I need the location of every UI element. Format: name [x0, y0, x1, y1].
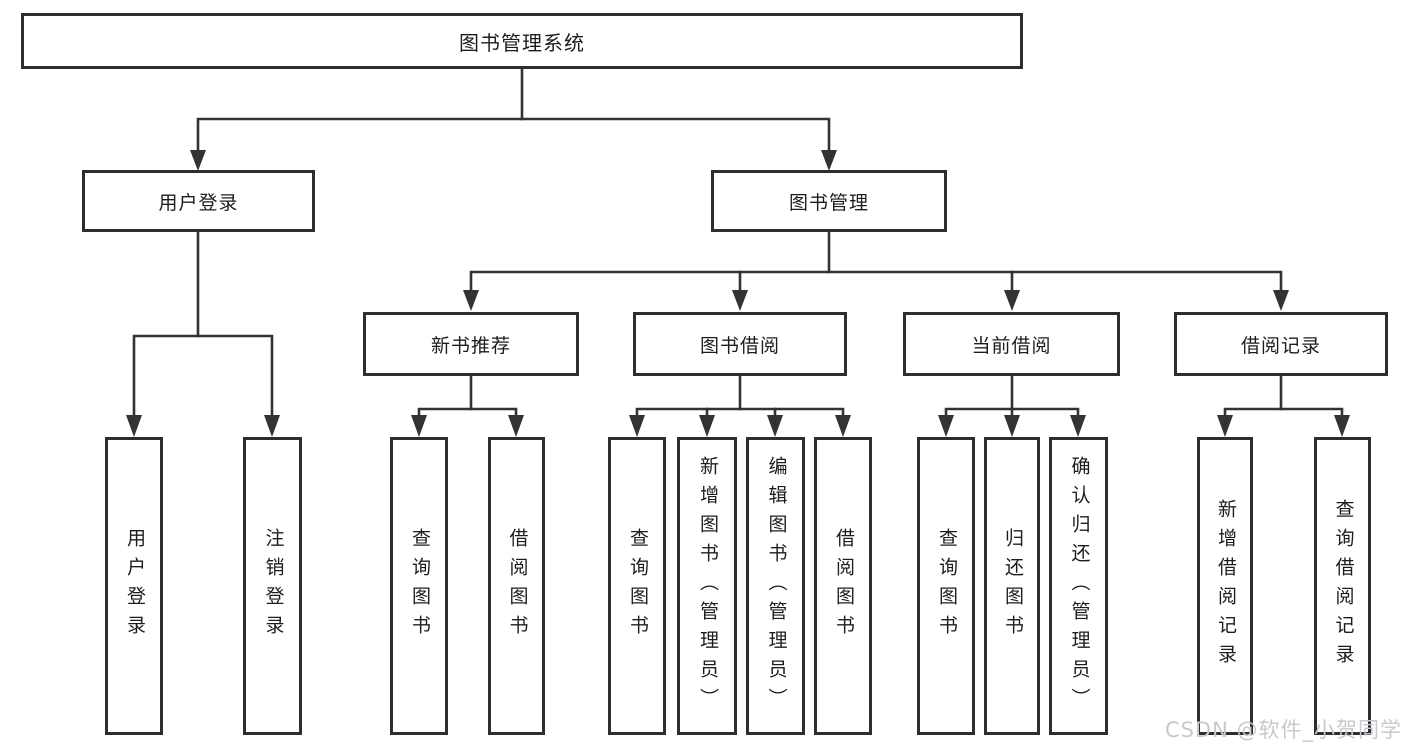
node-leaf-query-books-1: 查询图书 — [390, 437, 448, 735]
node-leaf-logout: 注销登录 — [243, 437, 302, 735]
csdn-watermark: CSDN @软件_小贺同学 — [1164, 718, 1402, 742]
node-label: 归还图书 — [1001, 528, 1024, 644]
node-label: 借阅图书 — [832, 528, 855, 644]
node-label: 查询图书 — [408, 528, 431, 644]
node-leaf-query-books-3: 查询图书 — [917, 437, 975, 735]
node-leaf-user-login: 用户登录 — [105, 437, 163, 735]
node-leaf-query-borrow-record: 查询借阅记录 — [1314, 437, 1371, 735]
node-leaf-borrow-books-1: 借阅图书 — [488, 437, 545, 735]
node-leaf-confirm-return-admin: 确认归还（管理员） — [1049, 437, 1108, 735]
node-book-borrowing: 图书借阅 — [633, 312, 847, 376]
node-label: 新书推荐 — [430, 334, 511, 357]
node-label: 查询图书 — [626, 528, 649, 644]
node-label: 当前借阅 — [971, 334, 1052, 357]
node-label: 查询借阅记录 — [1332, 499, 1355, 673]
node-leaf-edit-book-admin: 编辑图书（管理员） — [746, 437, 805, 735]
node-leaf-add-book-admin: 新增图书（管理员） — [677, 437, 737, 735]
node-user-login: 用户登录 — [82, 170, 315, 232]
node-label: 确认归还（管理员） — [1068, 455, 1091, 717]
node-label: 新增借阅记录 — [1214, 499, 1237, 673]
node-library-management-system: 图书管理系统 — [21, 13, 1023, 69]
node-label: 图书借阅 — [699, 334, 780, 357]
node-leaf-borrow-books-2: 借阅图书 — [814, 437, 872, 735]
node-borrowing-records: 借阅记录 — [1174, 312, 1388, 376]
node-label: 新增图书（管理员） — [696, 455, 719, 717]
node-leaf-add-borrow-record: 新增借阅记录 — [1197, 437, 1253, 735]
node-label: 编辑图书（管理员） — [765, 455, 788, 717]
node-leaf-query-books-2: 查询图书 — [608, 437, 666, 735]
node-label: 用户登录 — [123, 528, 146, 644]
node-label: 注销登录 — [262, 528, 285, 644]
node-label: 图书管理系统 — [459, 30, 585, 55]
node-current-borrowing: 当前借阅 — [903, 312, 1120, 376]
node-new-book-recommendation: 新书推荐 — [363, 312, 579, 376]
node-label: 用户登录 — [158, 191, 239, 214]
node-label: 查询图书 — [935, 528, 958, 644]
node-label: 图书管理 — [788, 191, 869, 214]
node-leaf-return-book: 归还图书 — [984, 437, 1040, 735]
node-label: 借阅图书 — [506, 528, 529, 644]
node-label: 借阅记录 — [1240, 334, 1321, 357]
node-book-management: 图书管理 — [711, 170, 947, 232]
